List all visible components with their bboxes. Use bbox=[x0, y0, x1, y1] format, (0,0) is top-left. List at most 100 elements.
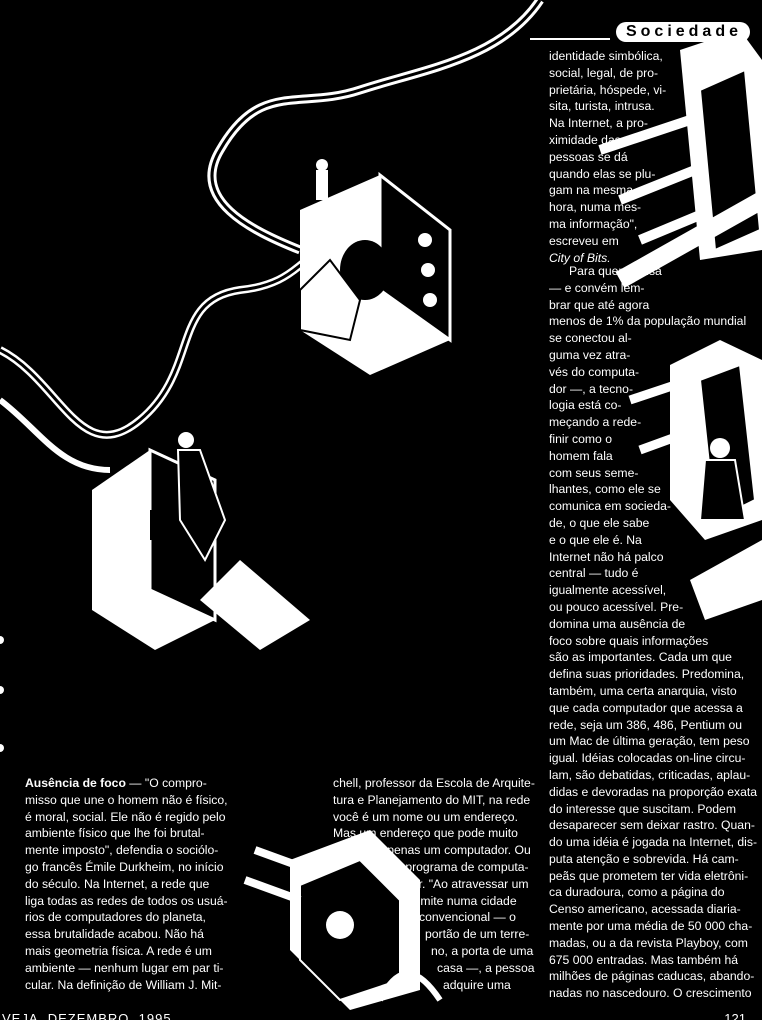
text-line: didas e devoradas na proporção exata bbox=[549, 784, 758, 799]
text-line: ambiente — nenhum lugar em par ti- bbox=[25, 960, 224, 975]
text-line: mais geometria física. A rede é um bbox=[25, 943, 212, 958]
text-line: bem ser apenas um computador. Ou bbox=[333, 843, 531, 858]
text-line: Na Internet, a pro- bbox=[549, 116, 648, 131]
text-line: social, legal, de pro- bbox=[549, 65, 659, 80]
book-title: City of Bits. bbox=[549, 250, 611, 265]
text-line: ma informação", bbox=[549, 216, 638, 231]
text-line: mente por uma média de 50 000 cha- bbox=[549, 919, 753, 934]
text-line: quando elas se plu- bbox=[549, 166, 656, 181]
text-line: que cada computador que acessa a bbox=[549, 700, 743, 715]
text-line: misso que une o homem não é físico, bbox=[25, 792, 228, 807]
subheading: Ausência de foco bbox=[25, 776, 126, 790]
text-line: 675 000 entradas. Mas também há bbox=[549, 952, 739, 967]
text-line: mente imposto", defendia o sociólo- bbox=[25, 843, 219, 858]
text-line: é moral, social. Ele não é regido pelo bbox=[25, 809, 226, 824]
section-rule bbox=[530, 38, 610, 40]
text-line: liga todas as redes de todos os usuá- bbox=[25, 893, 228, 908]
text-line: rede, seja um 386, 486, Pentium ou bbox=[549, 717, 743, 732]
text-line: do século. Na Internet, a rede que bbox=[25, 876, 210, 891]
text-line: escreveu em bbox=[549, 233, 619, 248]
person-figure-top bbox=[316, 159, 328, 200]
text-line: ou pouco acessível. Pre- bbox=[549, 599, 684, 614]
text-line: lhantes, como ele se bbox=[549, 482, 661, 497]
text-line: identidade simbólica, bbox=[549, 49, 663, 63]
text-line: menos de 1% da população mundial bbox=[549, 314, 747, 329]
text-line: sita, turista, intrusa. bbox=[549, 99, 655, 114]
text-line: central — tudo é bbox=[549, 566, 639, 581]
socket-box-center bbox=[299, 171, 452, 375]
text-line: limite numa cidade bbox=[415, 893, 517, 908]
text-line: rios de computadores do planeta, bbox=[25, 910, 206, 925]
text-line: finir como o bbox=[549, 431, 612, 446]
text-line: Internet não há palco bbox=[549, 549, 664, 564]
text-line: ca duradoura, como a página do bbox=[549, 885, 725, 900]
text-line: um programa de computa- bbox=[385, 859, 529, 874]
cable-top-outline bbox=[210, 0, 542, 252]
text-line: vés do computa- bbox=[549, 364, 640, 379]
text-line: ambiente físico que lhe foi brutal- bbox=[25, 826, 205, 841]
person-figure-right bbox=[698, 438, 747, 521]
text-line: logia está co- bbox=[549, 398, 622, 413]
text-line: gam na mesma bbox=[549, 183, 633, 198]
text-line: são as importantes. Cada um que bbox=[549, 650, 732, 665]
column-right-top: identidade simbólica, social, legal, de … bbox=[549, 48, 667, 266]
text-line: dor. "Ao atravessar um bbox=[405, 876, 529, 891]
person-figure-left bbox=[176, 432, 227, 563]
text-line: essa brutalidade acabou. Não há bbox=[25, 927, 204, 942]
section-label: Sociedade bbox=[615, 22, 750, 42]
text-line: do interesse que suscitam. Podem bbox=[549, 801, 736, 816]
text-line: do uma idéia é jogada na Internet, dis- bbox=[549, 835, 758, 850]
text-line: igualmente acessível, bbox=[549, 583, 667, 598]
text-line: pessoas se dá bbox=[549, 149, 628, 164]
text-line: meçando a rede- bbox=[549, 415, 642, 430]
text-line: Censo americano, acessada diaria- bbox=[549, 902, 741, 917]
cable-bottom bbox=[0, 397, 111, 473]
text-line: de, o que ele sabe bbox=[549, 515, 650, 530]
text-line: com seus seme- bbox=[549, 465, 639, 480]
text-line: adquire uma bbox=[443, 977, 511, 992]
text-line: go francês Émile Durkheim, no início bbox=[25, 859, 224, 874]
text-line: chell, professor da Escola de Arquite- bbox=[333, 776, 535, 790]
text-line: e o que ele é. Na bbox=[549, 532, 642, 547]
text-line: defina suas prioridades. Predomina, bbox=[549, 667, 745, 682]
plug-bottom bbox=[243, 830, 443, 1010]
text-line: no, a porta de uma bbox=[431, 943, 534, 958]
text-line: domina uma ausência de bbox=[549, 616, 686, 631]
text-line: madas, ou a da revista Playboy, com bbox=[549, 935, 748, 950]
text-line: casa —, a pessoa bbox=[437, 960, 535, 975]
text-line: — "O compro- bbox=[125, 776, 207, 790]
page-number: 121 bbox=[724, 1011, 746, 1020]
text-line: você é um nome ou um endereço. bbox=[333, 809, 518, 824]
column-middle: chell, professor da Escola de Arquite-tu… bbox=[333, 775, 535, 993]
text-line: igual. Idéias colocadas on-line circu- bbox=[549, 751, 746, 766]
text-line: ximidade das bbox=[549, 132, 621, 147]
text-line: portão de um terre- bbox=[425, 927, 530, 942]
text-line: hora, numa mes- bbox=[549, 200, 642, 215]
text-line: nadas no nascedouro. O crescimento bbox=[549, 986, 752, 1001]
text-line: guma vez atra- bbox=[549, 347, 631, 362]
text-line: dor —, a tecno- bbox=[549, 381, 633, 396]
text-line: comunica em socieda- bbox=[549, 499, 671, 514]
text-line: tura e Planejamento do MIT, na rede bbox=[333, 792, 531, 807]
text-line: convencional — o bbox=[419, 910, 516, 925]
text-line: também, uma certa anarquia, visto bbox=[549, 683, 737, 698]
text-line: um Mac de última geração, tem peso bbox=[549, 734, 750, 749]
text-line: puta atenção e sobrevida. Há cam- bbox=[549, 851, 739, 866]
text-line: cular. Na definição de William J. Mit- bbox=[25, 977, 222, 992]
column-left: Ausência de foco — "O compro- misso que … bbox=[25, 775, 228, 993]
text-line: Para quem a usa bbox=[569, 264, 662, 278]
text-line: homem fala bbox=[549, 448, 613, 463]
text-line: peãs que prometem ter vida eletrôni- bbox=[549, 868, 749, 883]
text-line: brar que até agora bbox=[549, 297, 650, 312]
text-line: prietária, hóspede, vi- bbox=[549, 82, 667, 97]
text-line: milhões de páginas caducas, abando- bbox=[549, 969, 755, 984]
text-line: — e convém lem- bbox=[549, 280, 645, 295]
text-line: Mas um endereço que pode muito bbox=[333, 826, 518, 841]
footer-issue: VEJA, DEZEMBRO, 1995 bbox=[2, 1011, 172, 1020]
text-line: lam, são debatidas, criticadas, aplau- bbox=[549, 767, 751, 782]
plug-right-top bbox=[598, 30, 762, 288]
text-line: se conectou al- bbox=[549, 331, 632, 346]
cable-left-outline bbox=[0, 258, 311, 437]
